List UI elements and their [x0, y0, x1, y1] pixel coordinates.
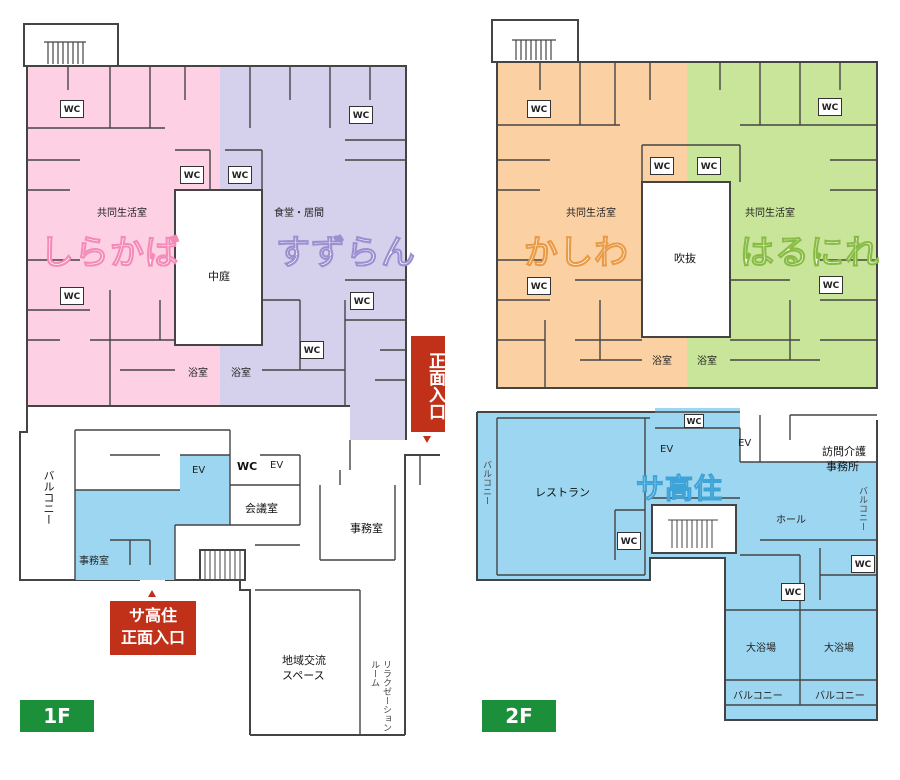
wc-icon: WC: [349, 106, 373, 124]
community-space-label: 地域交流: [282, 654, 326, 667]
hall-label: ホール: [776, 515, 806, 526]
wc-icon: WC: [650, 157, 674, 175]
bath-label: 浴室: [652, 356, 672, 367]
ev-label: EV: [270, 460, 284, 471]
zone-label-harunire: はるにれ: [740, 233, 880, 274]
community-space-label: スペース: [282, 669, 325, 682]
zone-label-suzuran: すずらん: [276, 233, 416, 274]
common-room-label: 共同生活室: [566, 208, 616, 219]
wc-icon: WC: [617, 532, 641, 550]
common-room-label: 共同生活室: [97, 208, 147, 219]
recreation-room-label: リラクゼーション: [381, 660, 391, 732]
courtyard-label: 中庭: [208, 270, 230, 283]
balcony-label: バルコニー: [481, 460, 491, 505]
rooftop-stair-2f: [491, 19, 579, 63]
wc-icon: WC: [527, 100, 551, 118]
wc-icon: WC: [851, 555, 875, 573]
dining-label: 食堂・居間: [274, 208, 324, 219]
balcony-label: バルコニー: [42, 470, 55, 525]
wc-icon: WC: [350, 292, 374, 310]
zone-label-shirakaba: しらかば: [40, 233, 180, 274]
office-label: 事務室: [79, 556, 109, 567]
large-bath-label: 大浴場: [824, 643, 854, 654]
main-entrance-arrow: [423, 436, 431, 443]
large-bath-label: 大浴場: [746, 643, 776, 654]
balcony-label: バルコニー: [733, 691, 783, 702]
wc-icon: WC: [684, 414, 704, 428]
zone-label-sako: サ高住: [635, 472, 724, 506]
rooftop-stair-1f: [23, 23, 119, 67]
wc-icon: WC: [818, 98, 842, 116]
zone-label-kashiwa: かしわ: [524, 233, 629, 274]
sako-entrance-line2: 正面入口: [120, 628, 185, 647]
bath-label: 浴室: [697, 356, 717, 367]
floor-tag-1f: 1F: [20, 700, 94, 732]
recreation-room-label: ルーム: [369, 660, 379, 687]
restaurant-label: レストラン: [535, 486, 590, 499]
sako-entrance-line1: サ高住: [128, 606, 177, 625]
wc-icon: WC: [781, 583, 805, 601]
wc-icon: WC: [697, 157, 721, 175]
wc-icon: WC: [819, 276, 843, 294]
common-room-label: 共同生活室: [745, 208, 795, 219]
balcony-label: バルコニー: [815, 691, 865, 702]
visiting-care-label: 事務所: [826, 460, 859, 473]
main-entrance-label: 正面入口: [411, 336, 445, 432]
bath-label: 浴室: [231, 368, 251, 379]
wc-icon: WC: [180, 166, 204, 184]
wc-icon: WC: [527, 277, 551, 295]
ev-label: EV: [192, 465, 206, 476]
atrium-label: 吹抜: [674, 252, 696, 265]
meeting-room-label: 会議室: [245, 502, 278, 515]
office-label: 事務室: [350, 522, 383, 535]
visiting-care-label: 訪問介護: [822, 445, 866, 458]
sako-entrance-arrow: [148, 590, 156, 597]
floor-tag-2f: 2F: [482, 700, 556, 732]
wc-icon: WC: [300, 341, 324, 359]
sako-entrance-label: サ高住 正面入口: [110, 601, 196, 655]
courtyard: [174, 189, 263, 346]
wc-icon: WC: [228, 166, 252, 184]
atrium: [641, 181, 731, 338]
ev-label: EV: [738, 438, 752, 449]
wc-label: WC: [237, 460, 258, 473]
balcony-label: バルコニー: [857, 486, 867, 531]
bath-label: 浴室: [188, 368, 208, 379]
wc-icon: WC: [60, 100, 84, 118]
zone-sako: [477, 408, 877, 720]
ev-label: EV: [660, 444, 674, 455]
wc-icon: WC: [60, 287, 84, 305]
